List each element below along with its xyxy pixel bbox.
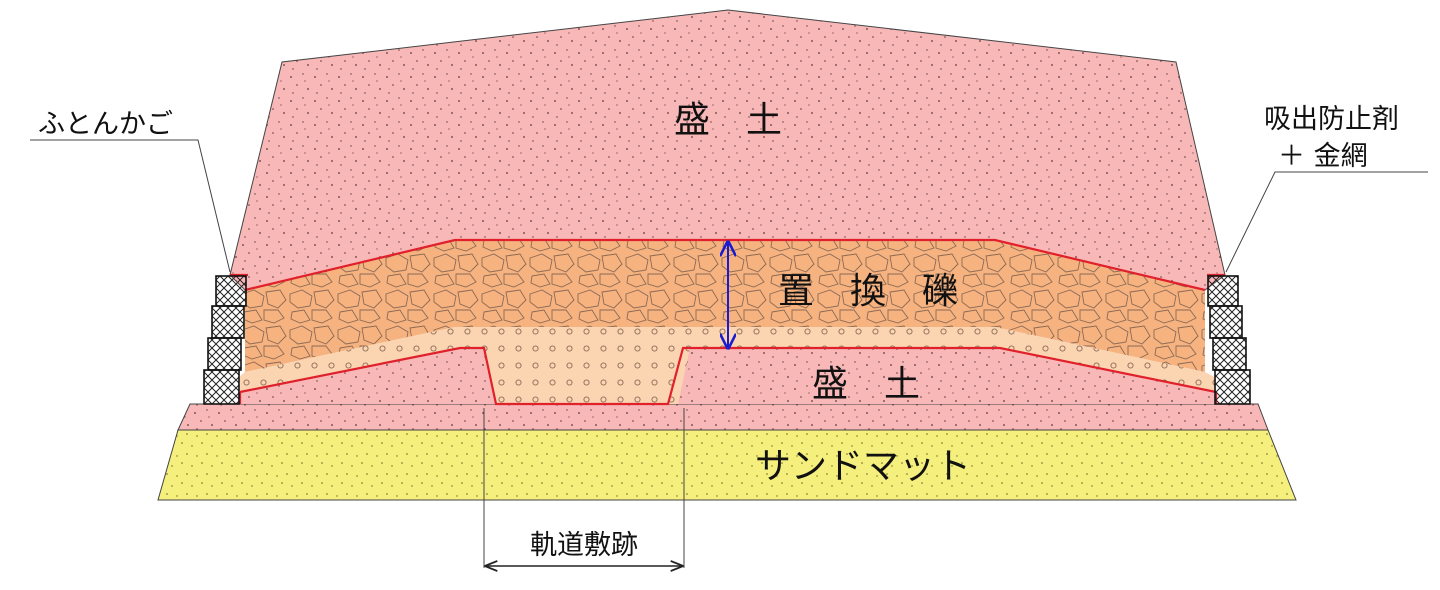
wire-mesh-label: ＋ 金網 (1278, 141, 1368, 172)
lower-embankment-base (177, 403, 1269, 431)
upper-embankment-label: 盛 土 (674, 100, 782, 141)
filter-sand-layer (240, 327, 1216, 404)
futon-kago-label: ふとんかご (38, 109, 173, 140)
upper-embankment (229, 9, 1226, 291)
lower-embankment (240, 348, 1216, 404)
sand-mat-layer (157, 429, 1297, 501)
lower-embankment-label: 盛 土 (812, 364, 920, 405)
right-gabion-icon (1207, 275, 1251, 405)
left-gabion-icon (203, 275, 247, 405)
track-bed-trace-label: 軌道敷跡 (530, 530, 638, 561)
leader-lines (30, 139, 1428, 568)
sand-mat-label: サンドマット (755, 446, 971, 487)
suction-prevention-label: 吸出防止剤 (1264, 104, 1399, 135)
replacement-gravel-label: 置 換 礫 (778, 271, 958, 312)
